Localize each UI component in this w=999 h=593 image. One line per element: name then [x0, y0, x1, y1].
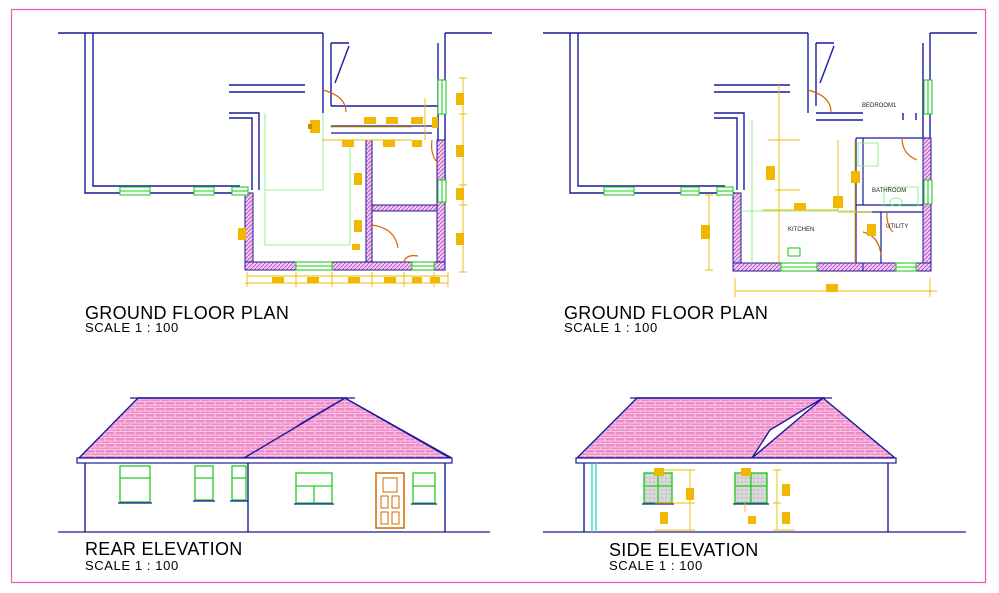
drawing-scale: SCALE 1 : 100	[564, 320, 658, 335]
drawing-title: GROUND FLOOR PLAN	[564, 303, 769, 323]
ground-floor-plan-1	[58, 32, 492, 287]
drawing-title: REAR ELEVATION	[85, 539, 243, 559]
drawing-scale: SCALE 1 : 100	[609, 558, 703, 573]
drawing-title: SIDE ELEVATION	[609, 540, 759, 560]
room-label-bedroom: BEDROOM1	[862, 103, 897, 109]
ground-floor-plan-2: BEDROOM1 BATHROOM KITCHEN UTILITY	[543, 32, 977, 297]
drawing-scale: SCALE 1 : 100	[85, 558, 179, 573]
room-label-utility: UTILITY	[886, 224, 908, 230]
side-elevation	[543, 397, 966, 533]
room-label-kitchen: KITCHEN	[788, 227, 814, 233]
sheet-border	[10, 8, 987, 584]
drawing-title: GROUND FLOOR PLAN	[85, 303, 290, 323]
drawing-scale: SCALE 1 : 100	[85, 320, 179, 335]
room-label-bathroom: BATHROOM	[872, 188, 906, 194]
rear-elevation	[58, 397, 490, 533]
